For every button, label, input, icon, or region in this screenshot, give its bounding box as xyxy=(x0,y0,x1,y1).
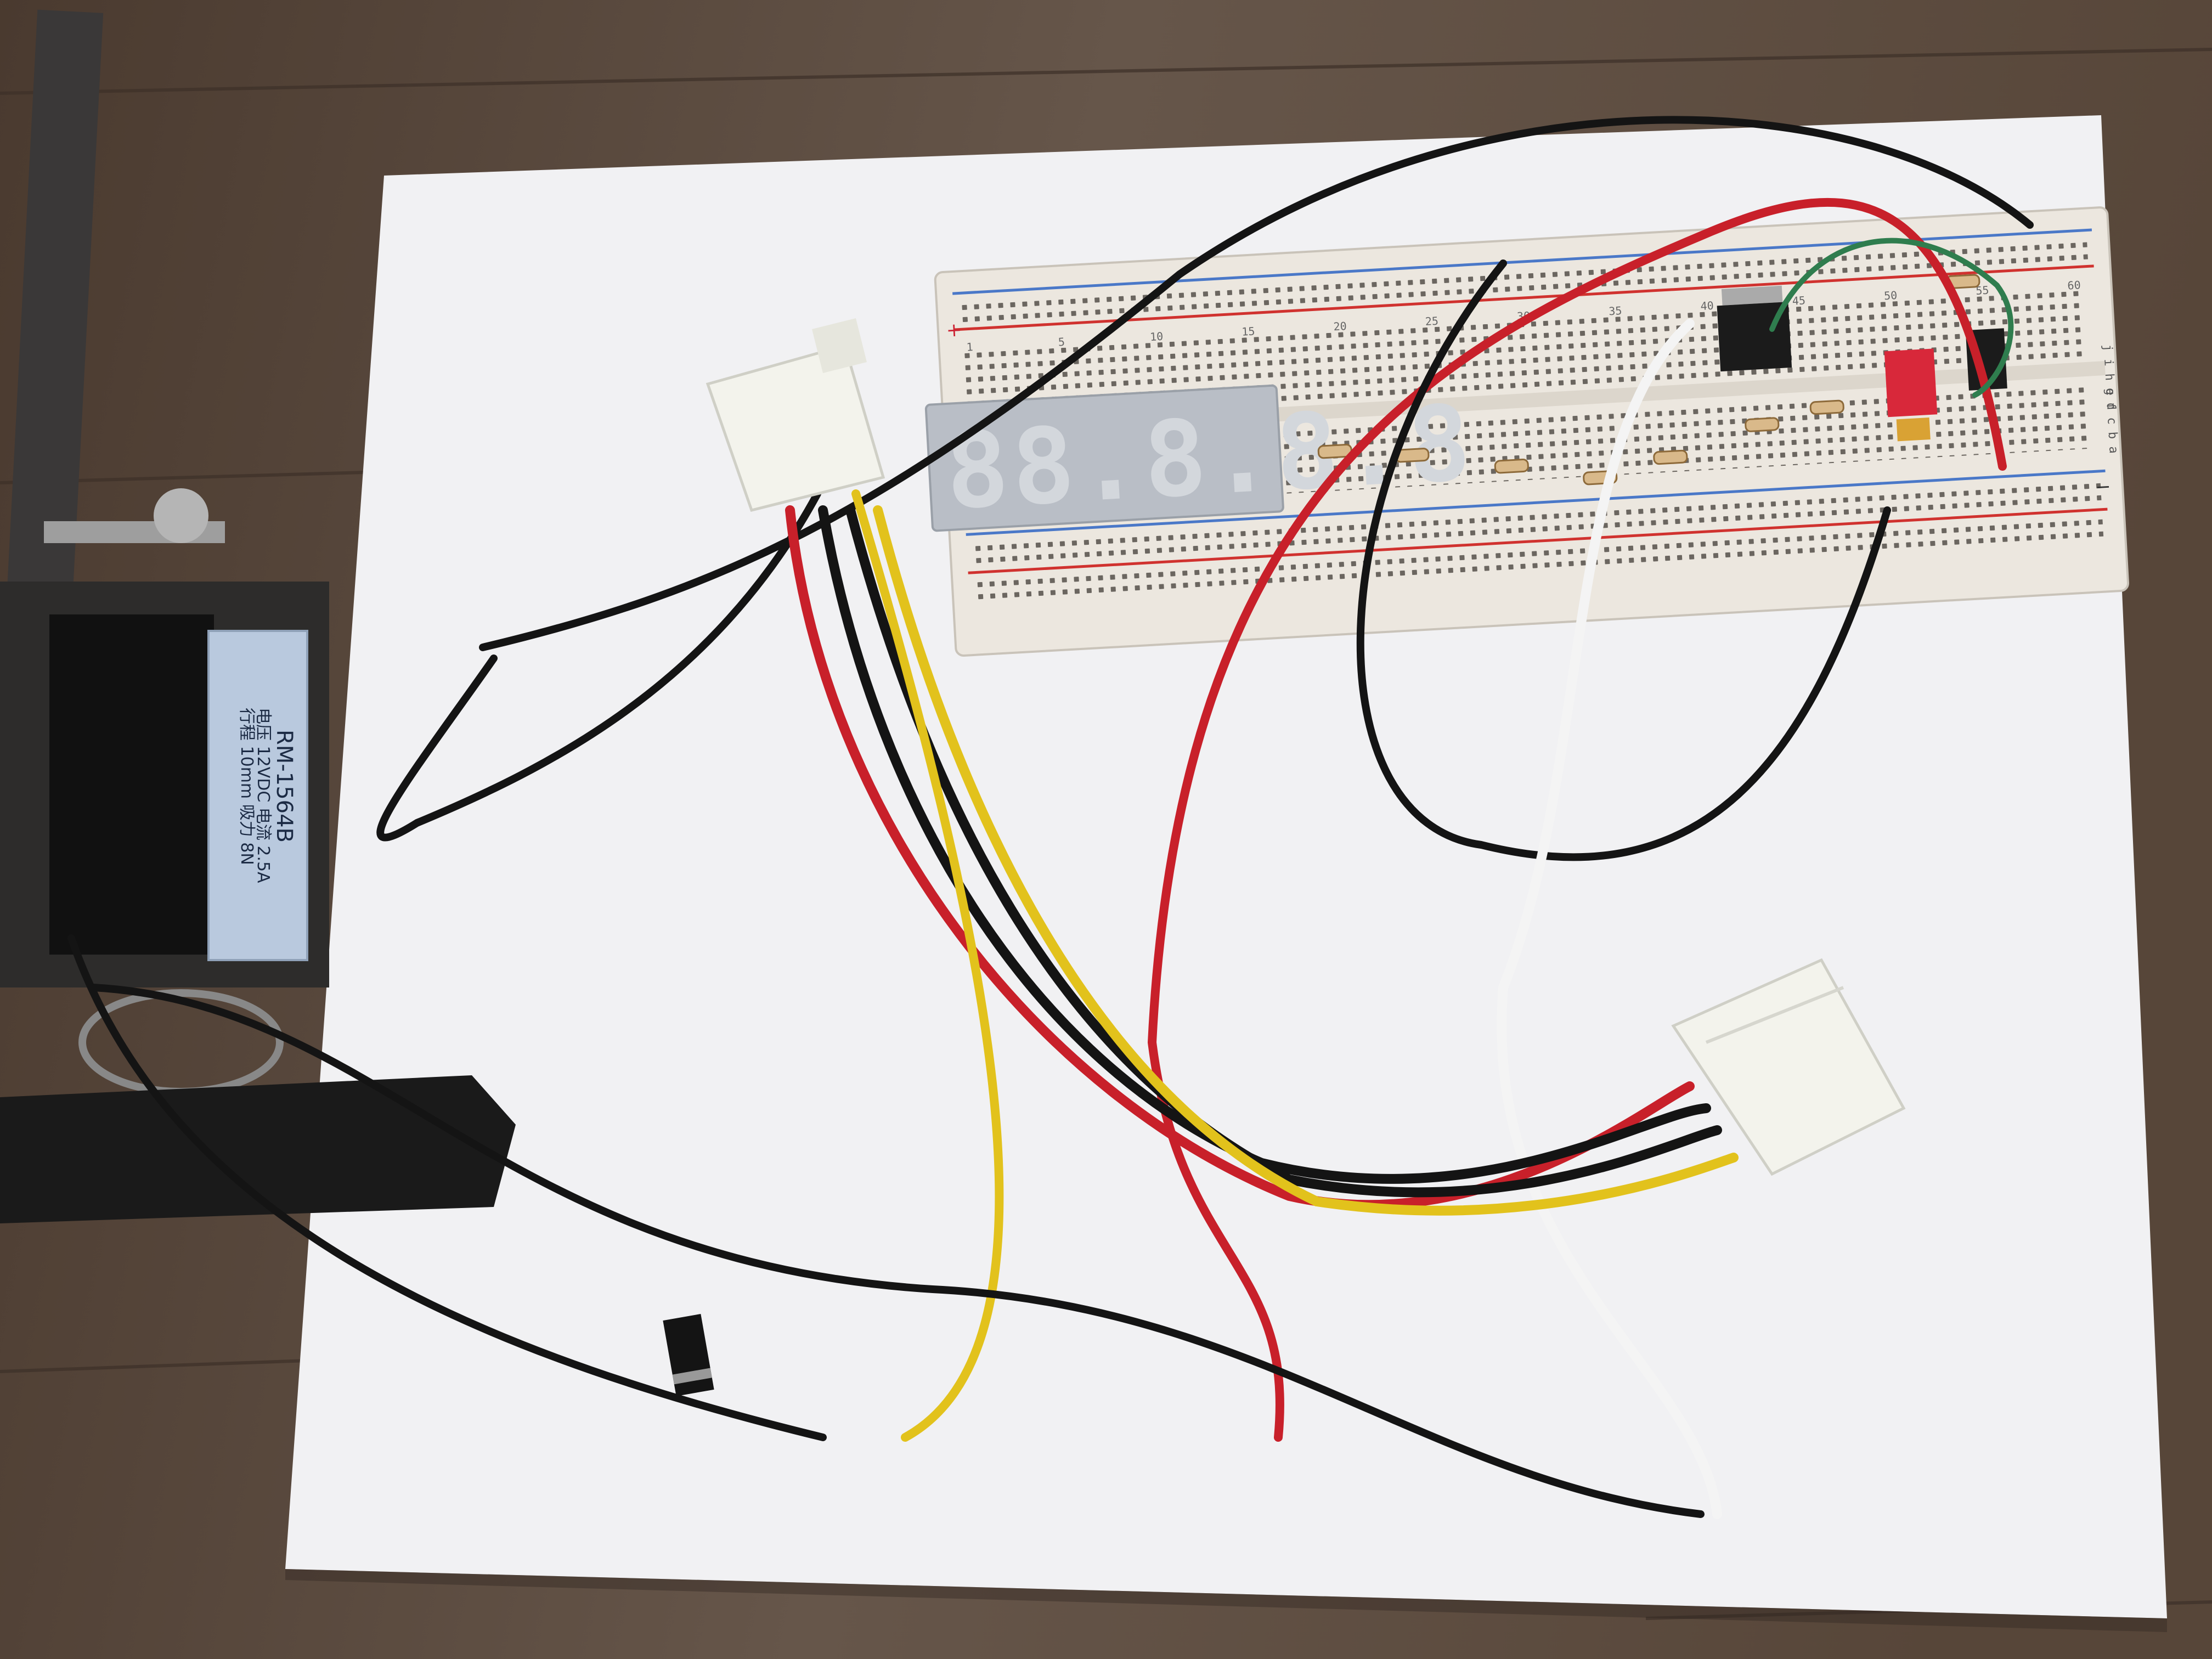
plunger-nut xyxy=(154,488,208,543)
seven-segment-display: 88.8.8.8 xyxy=(924,382,1477,533)
solenoid-coil xyxy=(49,614,214,955)
bottom-red-rail xyxy=(968,507,2108,574)
column-number: 35 xyxy=(1609,304,1622,318)
wires xyxy=(67,116,2034,1519)
solenoid-spec-1: 电压 12VDC 电流 2.5A xyxy=(253,708,273,883)
bottom-blue-rail xyxy=(966,469,2106,536)
molex-connector-bottom xyxy=(1671,958,1906,1176)
column-number: 25 xyxy=(1425,314,1438,328)
diode xyxy=(663,1313,714,1397)
top-rail-holes xyxy=(958,235,2088,323)
yellow-wire-down xyxy=(851,489,1004,1442)
column-number: 15 xyxy=(1242,324,1255,338)
top-red-rail xyxy=(954,264,2094,331)
column-number: 40 xyxy=(1700,299,1714,313)
black-wire-long-top xyxy=(479,116,2034,651)
solenoid-spec-2: 行程 10mm 吸力 8N xyxy=(237,708,256,865)
column-number: 50 xyxy=(1883,289,1897,302)
black-wire-breadboard-loop xyxy=(1356,259,1891,861)
red-push-button xyxy=(1884,348,1938,442)
column-number: 1 xyxy=(966,340,973,354)
display-digits: 88.8.8.8 xyxy=(943,382,1477,533)
column-number: 10 xyxy=(1149,330,1163,343)
black-wire-loop-left xyxy=(376,490,821,842)
column-number: 45 xyxy=(1792,294,1805,307)
bundle-black-1 xyxy=(818,505,1711,1184)
column-number: 5 xyxy=(1058,335,1065,349)
bundle-yellow xyxy=(873,505,1739,1216)
voltage-regulator xyxy=(1717,285,1792,372)
black-wire-diode-1 xyxy=(67,934,827,1441)
resistors xyxy=(1317,274,1980,486)
column-number: 20 xyxy=(1333,319,1347,333)
gear-rack xyxy=(0,1075,516,1223)
paper-shadow xyxy=(285,1569,2167,1632)
rail-minus-label: − xyxy=(2095,476,2112,499)
column-number: 60 xyxy=(2067,278,2081,292)
bottom-rail-holes xyxy=(972,476,2102,564)
molex-connector-top xyxy=(706,318,885,512)
bottom-rail-holes-2 xyxy=(974,515,2104,602)
green-wire xyxy=(1769,238,2014,398)
red-wire-breadboard xyxy=(1147,198,2007,1442)
black-wire-diode-2 xyxy=(89,984,1705,1518)
white-wire xyxy=(1497,319,1722,1519)
rail-plus-label: + xyxy=(946,319,963,342)
solenoid-label xyxy=(207,630,308,961)
mounting-bracket xyxy=(5,9,104,616)
solenoid-actuator: RM-1564B 电压 12VDC 电流 2.5A 行程 10mm 吸力 8N xyxy=(0,9,516,1223)
solenoid-model: RM-1564B xyxy=(272,730,297,843)
